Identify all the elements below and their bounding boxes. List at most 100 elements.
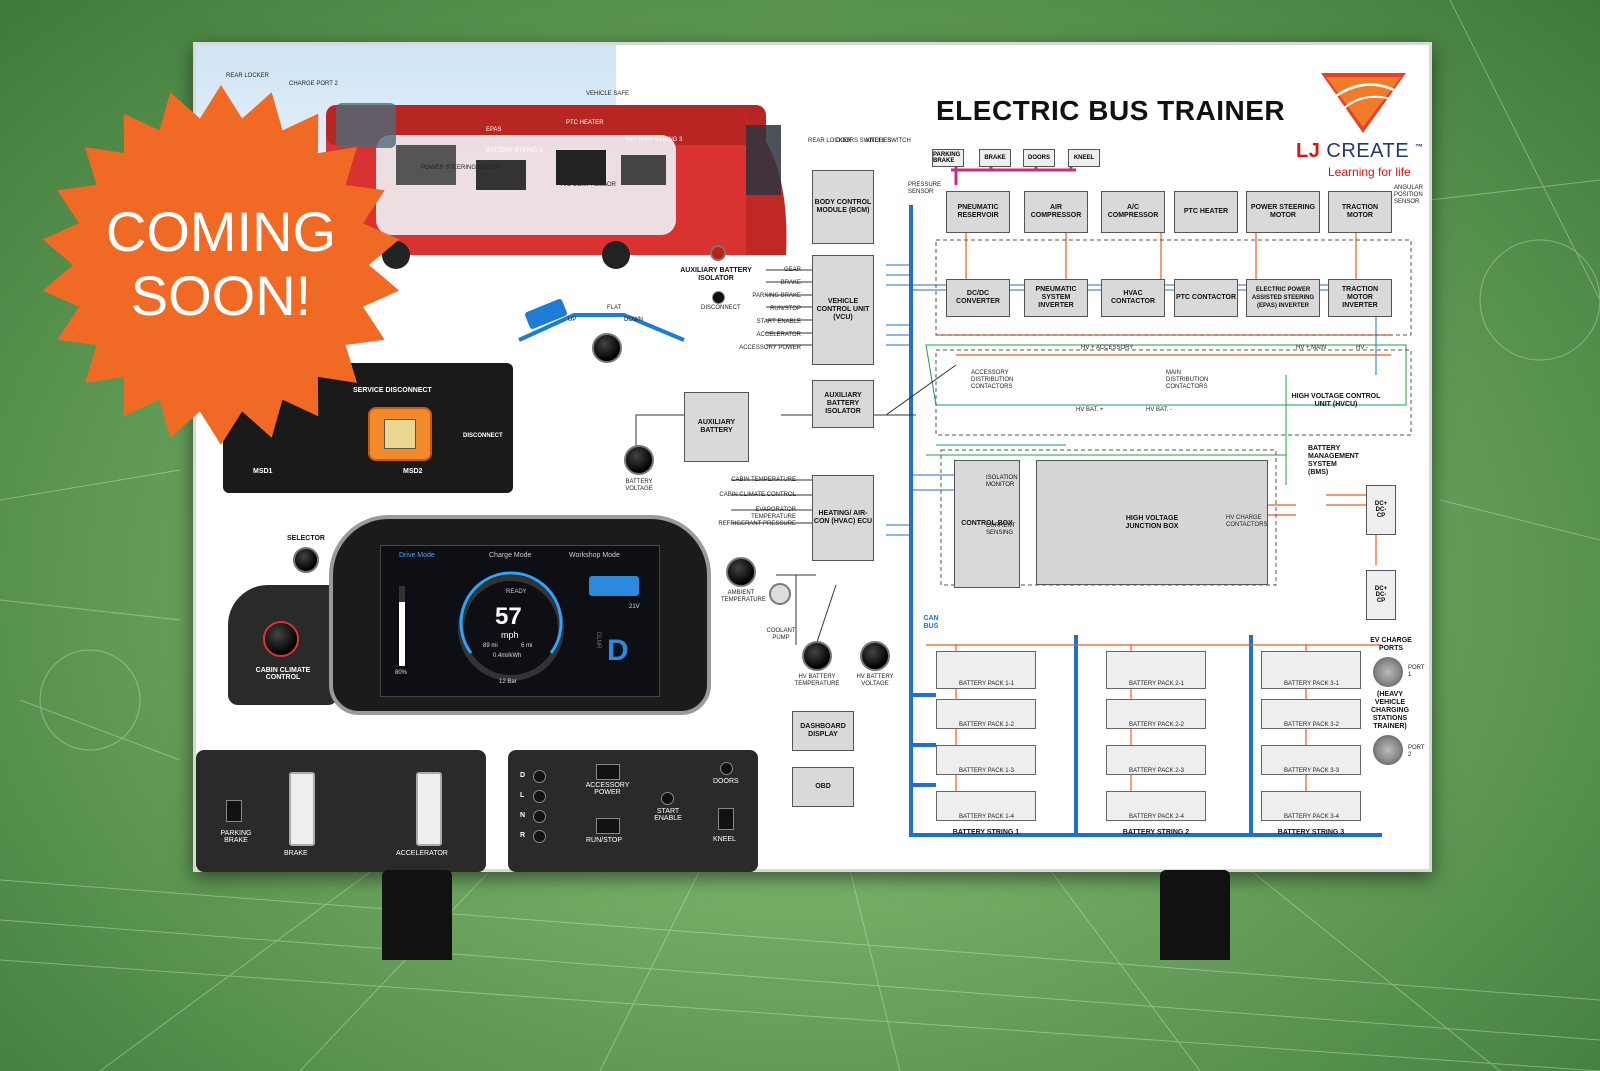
dc-plus-2: DC+ bbox=[1374, 586, 1388, 592]
pressure: 12 Bar bbox=[499, 679, 517, 685]
label-kneel: KNEEL bbox=[713, 836, 736, 843]
label-power-steering-motor: POWER STEERING MOTOR bbox=[421, 165, 500, 171]
speedometer-ring bbox=[458, 571, 564, 681]
cp-2: CP bbox=[1376, 598, 1386, 604]
stand-right bbox=[1160, 870, 1230, 960]
msd-disconnect-label: DISCONNECT bbox=[463, 433, 503, 439]
charge-port-1[interactable] bbox=[1373, 657, 1403, 687]
label-bms: BATTERY MANAGEMENT SYSTEM (BMS) bbox=[1308, 445, 1359, 476]
gear-letters: DLNR bbox=[595, 632, 601, 649]
hvac-input-cabin-temp: CABIN TEMPERATURE bbox=[731, 477, 796, 483]
gear-label-n: N bbox=[520, 812, 526, 819]
battery-level-fill bbox=[399, 602, 405, 666]
hv-battery-voltage-knob[interactable] bbox=[860, 641, 890, 671]
switch-doors: DOORS SWITCHES bbox=[836, 138, 892, 144]
label-isolation-monitor: ISOLATION MONITOR bbox=[986, 475, 1018, 488]
start-enable-button[interactable] bbox=[661, 792, 674, 805]
gear-button-n[interactable] bbox=[533, 810, 546, 823]
tilt-knob[interactable] bbox=[592, 333, 622, 363]
battery-string-label: BATTERY STRING 1 bbox=[952, 829, 1020, 836]
tab-charge-mode[interactable]: Charge Mode bbox=[489, 552, 532, 559]
vcu-input-start-enable: START ENABLE bbox=[756, 319, 801, 325]
parking-brake-switch[interactable] bbox=[226, 800, 242, 822]
battery-string-label: BATTERY STRING 3 bbox=[1277, 829, 1345, 836]
module-pneumatic-inverter: PNEUMATIC SYSTEM INVERTER bbox=[1024, 279, 1088, 317]
hvac-input-climate-control: CABIN CLIMATE CONTROL bbox=[719, 492, 796, 498]
label-battery-voltage: BATTERY VOLTAGE bbox=[625, 479, 653, 492]
hv-battery-temp-knob[interactable] bbox=[802, 641, 832, 671]
coming-soon-line2: SOON! bbox=[130, 264, 312, 327]
battery-pack: BATTERY PACK 3-3 bbox=[1261, 745, 1361, 775]
bus-cutaway bbox=[326, 103, 787, 269]
run-stop-switch[interactable] bbox=[596, 818, 620, 834]
label-ptc-heater: PTC HEATER bbox=[566, 120, 604, 126]
doors-button[interactable] bbox=[720, 762, 733, 775]
pack-label: BATTERY PACK 3-2 bbox=[1284, 722, 1339, 728]
module-power-steering-motor: POWER STEERING MOTOR bbox=[1246, 191, 1320, 233]
ready-indicator: READY bbox=[506, 589, 527, 595]
module-hvac-ecu: HEATING/ AIR-CON (HVAC) ECU bbox=[812, 475, 874, 561]
label-flat: FLAT bbox=[607, 305, 622, 311]
dc-plus-1: DC+ bbox=[1374, 501, 1388, 507]
stand-left bbox=[382, 870, 452, 960]
ambient-temperature-knob[interactable] bbox=[726, 557, 756, 587]
coming-soon-line1: COMING bbox=[105, 200, 337, 263]
label-hv-battery-voltage: HV BATTERY VOLTAGE bbox=[856, 674, 894, 687]
label-ambient-temperature: AMBIENT TEMPERATURE bbox=[721, 590, 766, 603]
pack-label: BATTERY PACK 2-4 bbox=[1129, 814, 1184, 820]
aux-isolator-switch[interactable] bbox=[710, 245, 726, 261]
pack-label: BATTERY PACK 2-3 bbox=[1129, 768, 1184, 774]
brand-name: LJ CREATE ™ bbox=[1296, 140, 1424, 163]
vcu-input-gear: GEAR bbox=[783, 267, 801, 273]
label-vehicle-safe: VEHICLE SAFE bbox=[586, 91, 630, 97]
trainer-board: ELECTRIC BUS TRAINER LJ CREATE ™ Learnin… bbox=[193, 42, 1432, 872]
msd2-plug[interactable] bbox=[368, 407, 432, 461]
brake-slider[interactable] bbox=[289, 772, 315, 846]
battery-pack: BATTERY PACK 3-1 bbox=[1261, 651, 1361, 689]
battery-pack: BATTERY PACK 2-1 bbox=[1106, 651, 1206, 689]
battery-pack: BATTERY PACK 3-2 bbox=[1261, 699, 1361, 729]
board-title: ELECTRIC BUS TRAINER bbox=[936, 95, 1286, 126]
gear-button-d[interactable] bbox=[533, 770, 546, 783]
label-hv-bat-minus-a: HV BAT. - bbox=[1146, 407, 1172, 413]
coming-soon-starburst-icon bbox=[42, 85, 400, 445]
range-b: 6 mi bbox=[521, 643, 533, 649]
accessory-power-switch[interactable] bbox=[596, 764, 620, 780]
module-vcu: VEHICLE CONTROL UNIT (VCU) bbox=[812, 255, 874, 365]
kneel-switch[interactable] bbox=[718, 808, 734, 830]
charge-port-box-2: DC+ DC- CP bbox=[1366, 570, 1396, 620]
label-accessory-contactors: ACCESSORY DISTRIBUTION CONTACTORS bbox=[971, 370, 1014, 390]
charge-port-2[interactable] bbox=[1373, 735, 1403, 765]
cabin-climate-knob[interactable] bbox=[263, 621, 299, 657]
battery-pack: BATTERY PACK 2-4 bbox=[1106, 791, 1206, 821]
label-can-bus: CAN BUS bbox=[923, 615, 939, 630]
label-selector: SELECTOR bbox=[287, 535, 325, 542]
range-a: 89 mi bbox=[483, 643, 498, 649]
vcu-input-run-stop: RUN/STOP bbox=[770, 306, 801, 312]
gear-button-r[interactable] bbox=[533, 830, 546, 843]
label-ev-charge-ports: EV CHARGE PORTS bbox=[1370, 637, 1412, 652]
tab-drive-mode[interactable]: Drive Mode bbox=[399, 552, 435, 559]
label-down: DOWN bbox=[624, 317, 643, 323]
module-dashboard: DASHBOARD DISPLAY bbox=[792, 711, 854, 751]
label-rear-locker: REAR LOCKER bbox=[226, 73, 270, 79]
pack-label: BATTERY PACK 1-4 bbox=[959, 814, 1014, 820]
label-pressure-sensor: PRESSURE SENSOR bbox=[908, 182, 942, 195]
selector-button[interactable] bbox=[293, 547, 319, 573]
accelerator-slider[interactable] bbox=[416, 772, 442, 846]
hvac-input-evaporator-temp: EVAPORATOR TEMPERATURE bbox=[751, 507, 796, 520]
label-doors: DOORS bbox=[713, 778, 739, 785]
module-traction-motor: TRACTION MOTOR bbox=[1328, 191, 1392, 233]
battery-string-1: BATTERY PACK 1-1 BATTERY PACK 1-2 BATTER… bbox=[936, 651, 1036, 841]
msd2-label: MSD2 bbox=[403, 468, 423, 475]
label-accessory-power: ACCESSORY POWER bbox=[585, 782, 630, 796]
brand-name-b: CREATE bbox=[1326, 140, 1410, 162]
efficiency: 0.4mi/kWh bbox=[493, 653, 522, 659]
tab-workshop-mode[interactable]: Workshop Mode bbox=[569, 552, 620, 559]
battery-voltage-knob[interactable] bbox=[624, 445, 654, 475]
label-port-1: PORT 1 bbox=[1408, 665, 1425, 678]
module-ac-compressor: A/C COMPRESSOR bbox=[1101, 191, 1165, 233]
gear-button-l[interactable] bbox=[533, 790, 546, 803]
module-ptc-heater: PTC HEATER bbox=[1174, 191, 1238, 233]
